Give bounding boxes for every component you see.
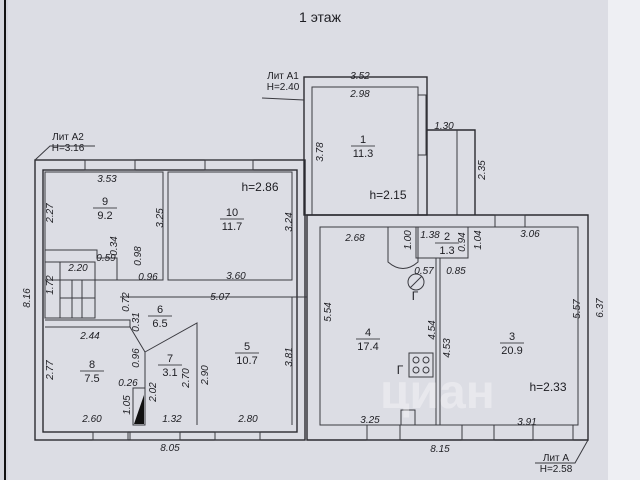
dimension-label: 0.57 [414,266,434,277]
dimension-label: 0.31 [131,312,142,331]
room-number: 4 [365,327,371,339]
dimension-label: 8.16 [22,288,33,308]
room-area: 11.3 [353,148,374,160]
dimension-label: 3.91 [517,417,536,428]
room-area: 1.3 [439,245,454,257]
gas-mark: Г [397,363,404,377]
lit-label: Лит А1 [267,71,299,82]
dimension-label: 0.59 [96,253,116,264]
dimension-label: 1.72 [45,275,56,295]
dimension-label: 5.57 [572,299,583,319]
dimension-label: 2.02 [148,382,159,403]
room-number: 6 [157,304,163,316]
dimension-label: 8.15 [430,444,450,455]
room-number: 9 [102,196,108,208]
dimension-label: 5.54 [323,302,334,322]
dimension-label: 2.60 [81,414,102,425]
dimension-label: 6.37 [595,298,606,318]
dimension-label: 0.96 [138,272,158,283]
room-number: 1 [360,134,366,146]
walls-lit-a2 [34,159,306,441]
dimension-label: 3.52 [350,71,370,82]
room-area: 10.7 [236,355,257,367]
room-area: 6.5 [152,318,167,330]
lit-height: H=3.16 [52,143,85,154]
dimension-label: 3.78 [315,142,326,162]
paper-edge-right [608,0,640,480]
dimension-label: 0.26 [118,378,138,389]
dimension-label: 0.85 [446,266,466,277]
dimension-label: 2.77 [45,360,56,381]
room-area: 17.4 [357,341,378,353]
room-area: 3.1 [162,367,177,379]
dimension-label: 2.35 [477,160,488,181]
room-number: 5 [244,341,250,353]
dimension-label: 3.24 [284,212,295,232]
dimension-label: 2.90 [200,365,211,386]
room-number: 8 [89,359,95,371]
ceiling-height: h=2.33 [529,380,566,394]
dimension-label: 2.70 [181,368,192,389]
gas-mark: Г [412,289,419,303]
ceiling-height: h=2.15 [369,188,406,202]
room-area: 11.7 [222,221,243,233]
dimension-label: 2.20 [67,263,88,274]
dimension-label: 0.98 [133,246,144,266]
room-area: 20.9 [501,345,522,357]
lit-leaders [34,97,589,464]
paper [8,0,608,480]
room-number: 2 [444,231,450,243]
dimension-label: 3.25 [155,208,166,228]
watermark-logo: циан [380,366,495,419]
room-area: 7.5 [84,373,99,385]
room-area: 9.2 [97,210,112,222]
room-number: 3 [509,331,515,343]
dimension-label: 2.27 [45,203,56,224]
dimension-label: 0.96 [131,348,142,368]
ceiling-height: h=2.86 [241,180,278,194]
dimension-label: 1.05 [122,395,133,415]
dimension-label: 2.44 [79,331,100,342]
lit-label: Лит А2 [52,132,84,143]
dimension-label: 1.04 [473,230,484,250]
room-number: 10 [226,207,238,219]
dimension-label: 4.53 [442,338,453,358]
dimension-label: 0.72 [121,292,132,312]
dimension-label: 1.32 [162,414,182,425]
dimension-label: 3.25 [360,415,380,426]
dimension-label: 4.54 [427,320,438,340]
dimension-label: 1.38 [420,230,440,241]
dimension-label: 0.94 [457,232,468,252]
dimension-label: 3.53 [97,174,117,185]
dimension-label: 2.68 [344,233,365,244]
lit-height: H=2.40 [267,82,300,93]
floor-title: 1 этаж [299,9,342,25]
dimension-label: 1.00 [403,230,414,250]
dimension-label: 1.30 [434,121,454,132]
dimension-label: 3.06 [520,229,540,240]
dimension-label: 3.60 [226,271,246,282]
lit-label: Лит А [543,453,570,464]
dimension-label: 5.07 [210,292,230,303]
dimension-label: 3.81 [284,347,295,366]
lit-height: H=2.58 [540,464,573,475]
dimension-label: 2.98 [349,89,370,100]
dimension-label: 0.34 [109,236,120,256]
room-number: 7 [167,353,173,365]
dimension-label: 8.05 [160,443,180,454]
dimension-label: 2.80 [237,414,258,425]
